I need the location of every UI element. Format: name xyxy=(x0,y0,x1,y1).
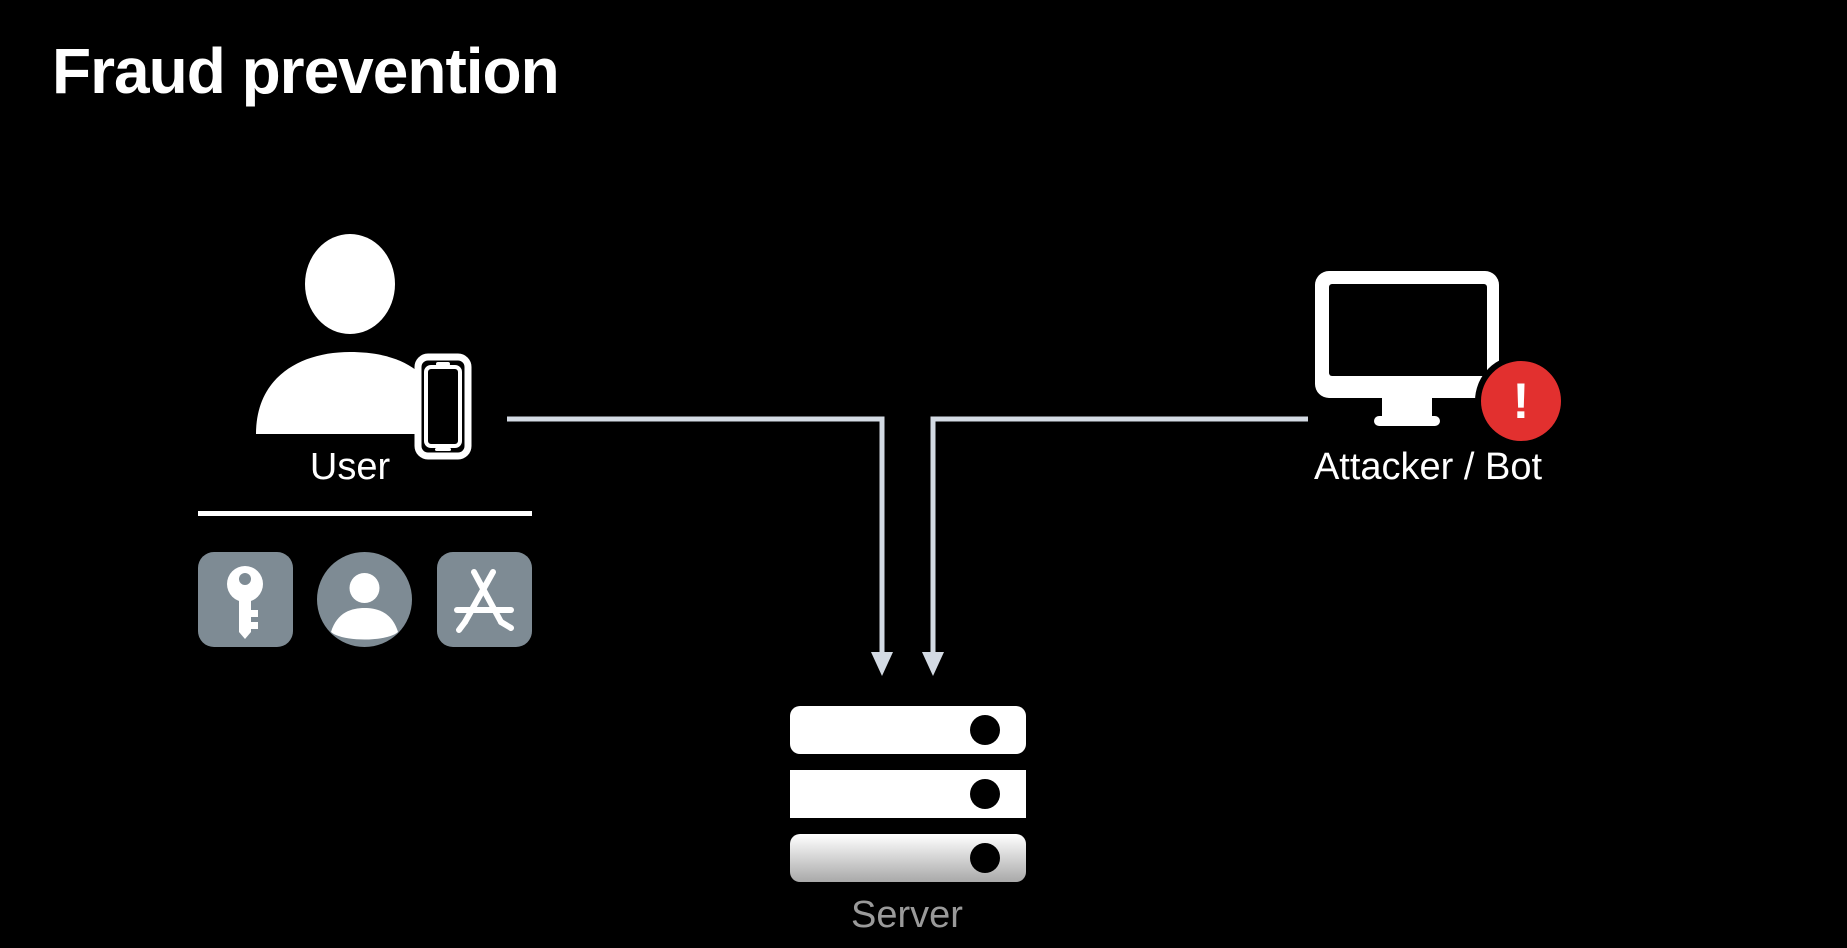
account-avatar-icon xyxy=(317,552,412,647)
attacker-to-server-arrow xyxy=(930,416,1308,660)
computer-monitor-icon xyxy=(1315,271,1499,426)
attacker-to-server-arrowhead xyxy=(922,652,944,676)
slide-title: Fraud prevention xyxy=(52,35,560,107)
server-icon xyxy=(790,706,1026,882)
server-label: Server xyxy=(851,894,963,936)
attacker-label: Attacker / Bot xyxy=(1313,446,1543,488)
user-to-server-arrowhead xyxy=(871,652,893,676)
user-person-icon xyxy=(256,234,472,460)
alert-icon: ! xyxy=(1475,355,1567,447)
user-to-server-arrow xyxy=(507,416,885,660)
key-icon xyxy=(198,552,293,647)
user-label: User xyxy=(309,446,391,488)
divider xyxy=(198,511,532,516)
app-store-icon xyxy=(437,552,532,647)
